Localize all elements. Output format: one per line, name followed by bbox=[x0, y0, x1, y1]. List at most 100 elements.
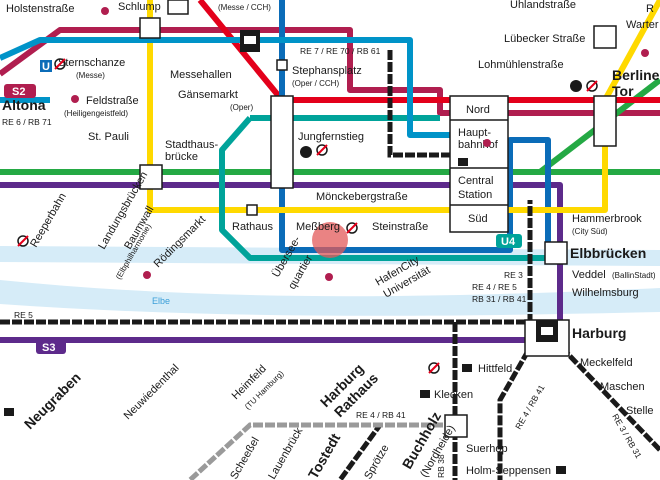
station-box-berliner-tor[interactable] bbox=[593, 95, 617, 147]
station-label-luebecker-strasse[interactable]: Lübecker Straße bbox=[504, 33, 585, 45]
station-label-maschen[interactable]: Maschen bbox=[600, 381, 645, 393]
line-u2 bbox=[197, 0, 660, 103]
station-label-wartenau[interactable]: Warter bbox=[626, 19, 659, 31]
station-label-schlump[interactable]: Schlump bbox=[118, 1, 161, 13]
station-label-gaensemarkt-sub: (Oper) bbox=[230, 103, 253, 112]
wheelchair-icon bbox=[325, 273, 333, 281]
station-box-jungfernstieg[interactable] bbox=[270, 95, 294, 189]
station-label-stadthausbruecke-2[interactable]: brücke bbox=[165, 151, 198, 163]
station-label-messberg[interactable]: Meßberg bbox=[296, 221, 340, 233]
station-label-stephansplatz-sub: (Oper / CCH) bbox=[292, 79, 339, 88]
station-label-hbf-station[interactable]: Station bbox=[458, 189, 492, 201]
station-label-hbf-haupt[interactable]: Haupt- bbox=[458, 127, 491, 139]
line-s2 bbox=[0, 27, 660, 116]
station-label-lauenbrueck[interactable]: Lauenbrück bbox=[266, 425, 305, 480]
station-label-holstenstrasse[interactable]: Holstenstraße bbox=[6, 3, 74, 15]
train-icon bbox=[420, 390, 430, 398]
station-boxes bbox=[139, 0, 617, 438]
s-bahn-icon bbox=[300, 146, 312, 158]
line-label-re5-west: RE 5 bbox=[14, 310, 33, 320]
line-label-re4-re5: RE 4 / RE 5 bbox=[472, 282, 517, 292]
station-label-sproetze[interactable]: Sprötze bbox=[362, 443, 391, 480]
station-label-hbf-central[interactable]: Central bbox=[458, 175, 493, 187]
station-box-elbbruecken[interactable] bbox=[544, 241, 568, 265]
station-label-altona[interactable]: Altona bbox=[2, 97, 46, 113]
icons bbox=[4, 7, 649, 474]
line-badge-u bbox=[40, 60, 52, 72]
line-label-s2: S2 bbox=[12, 86, 25, 98]
station-label-veddel[interactable]: Veddel bbox=[572, 269, 606, 281]
line-badge-u4 bbox=[496, 234, 522, 248]
station-label-moenckebergstrasse[interactable]: Mönckebergstraße bbox=[316, 191, 408, 203]
station-label-steinstrasse[interactable]: Steinstraße bbox=[372, 221, 428, 233]
ferry-icon bbox=[17, 235, 29, 247]
station-label-hammerbrook[interactable]: Hammerbrook bbox=[572, 213, 642, 225]
station-label-lohmuehlenstrasse[interactable]: Lohmühlenstraße bbox=[478, 59, 564, 71]
station-label-sternschanze-sub: (Messe) bbox=[76, 71, 105, 80]
station-label-berliner-tor-1[interactable]: Berliner bbox=[612, 67, 660, 83]
wheelchair-icon bbox=[483, 139, 491, 147]
station-label-hbf-nord[interactable]: Nord bbox=[466, 104, 490, 116]
line-badge-s2 bbox=[4, 84, 36, 98]
line-u3 bbox=[147, 0, 660, 213]
line-label-re7-re70-rb61: RE 7 / RE 70 / RB 61 bbox=[300, 46, 381, 56]
train-icon bbox=[462, 364, 472, 372]
station-label-st-pauli[interactable]: St. Pauli bbox=[88, 131, 129, 143]
station-label-hbf-sued[interactable]: Süd bbox=[468, 213, 488, 225]
station-label-klecken[interactable]: Klecken bbox=[434, 389, 473, 401]
station-label-stadthausbruecke-1[interactable]: Stadthaus- bbox=[165, 139, 219, 151]
wheelchair-icon bbox=[458, 158, 468, 166]
station-label-hbf-bahnhof[interactable]: bahnhof bbox=[458, 139, 499, 151]
station-label-tostedt[interactable]: Tostedt bbox=[305, 430, 344, 480]
bus-station-icon bbox=[536, 320, 558, 342]
highlight-marker-messberg[interactable] bbox=[312, 222, 348, 258]
station-label-feldstrasse[interactable]: Feldstraße bbox=[86, 95, 139, 107]
station-label-jungfernstieg[interactable]: Jungfernstieg bbox=[298, 131, 364, 143]
station-box-landungsbruecken[interactable] bbox=[139, 164, 163, 190]
station-label-meckelfeld[interactable]: Meckelfeld bbox=[580, 357, 633, 369]
station-label-messehallen[interactable]: Messehallen bbox=[170, 69, 232, 81]
river-label-elbe: Elbe bbox=[152, 296, 170, 306]
station-box-rathaus[interactable] bbox=[246, 204, 258, 216]
station-label-holm-seppensen[interactable]: Holm-Seppensen bbox=[466, 465, 551, 477]
wheelchair-icon bbox=[641, 49, 649, 57]
station-label-rathaus[interactable]: Rathaus bbox=[232, 221, 273, 233]
line-badge-s3 bbox=[36, 340, 66, 354]
s-bahn-icon bbox=[570, 80, 582, 92]
line-label-u: U bbox=[42, 61, 50, 73]
line-label-rb31-rb41: RB 31 / RB 41 bbox=[472, 294, 527, 304]
elbe-water-south bbox=[0, 280, 660, 316]
station-box-tostedt[interactable] bbox=[444, 414, 468, 438]
no-wheelchair-icon bbox=[346, 222, 358, 234]
station-label-uhlandstrasse[interactable]: Uhlandstraße bbox=[510, 0, 576, 11]
regional-line-north bbox=[387, 50, 465, 158]
hbf-separators bbox=[450, 119, 508, 206]
station-label-stephansplatz[interactable]: Stephansplatz bbox=[292, 65, 362, 77]
station-box-stephansplatz[interactable] bbox=[276, 59, 288, 71]
train-icon bbox=[556, 466, 566, 474]
no-wheelchair-icon bbox=[428, 362, 440, 374]
station-label-veddel-sub: (BallinStadt) bbox=[612, 271, 656, 280]
station-label-reeperbahn[interactable]: Reeperbahn bbox=[28, 191, 69, 249]
station-label-ruebenkamp[interactable]: R bbox=[646, 3, 654, 15]
station-label-sternschanze[interactable]: Sternschanze bbox=[58, 57, 125, 69]
station-label-neuwiedenthal[interactable]: Neuwiedenthal bbox=[122, 362, 182, 422]
station-label-harburg[interactable]: Harburg bbox=[572, 325, 626, 341]
station-box-schlump-2[interactable] bbox=[167, 0, 189, 15]
station-label-gaensemarkt[interactable]: Gänsemarkt bbox=[178, 89, 238, 101]
station-label-suerhop[interactable]: Suerhop bbox=[466, 443, 508, 455]
station-label-berliner-tor-2[interactable]: Tor bbox=[612, 83, 634, 99]
station-label-hammerbrook-sub: (City Süd) bbox=[572, 227, 608, 236]
regional-line-grey bbox=[188, 422, 455, 480]
station-box-luebecker[interactable] bbox=[593, 25, 617, 49]
wheelchair-icon bbox=[71, 95, 79, 103]
station-label-hittfeld[interactable]: Hittfeld bbox=[478, 363, 512, 375]
line-label-s3: S3 bbox=[42, 342, 55, 354]
station-box-schlump[interactable] bbox=[139, 17, 161, 39]
station-label-neugraben[interactable]: Neugraben bbox=[21, 369, 84, 432]
station-label-elbbruecken[interactable]: Elbbrücken bbox=[570, 245, 646, 261]
line-label-re4-rb41-diag: RE 4 / RB 41 bbox=[513, 383, 547, 431]
station-label-wilhelmsburg[interactable]: Wilhelmsburg bbox=[572, 287, 639, 299]
station-label-stelle[interactable]: Stelle bbox=[626, 405, 654, 417]
